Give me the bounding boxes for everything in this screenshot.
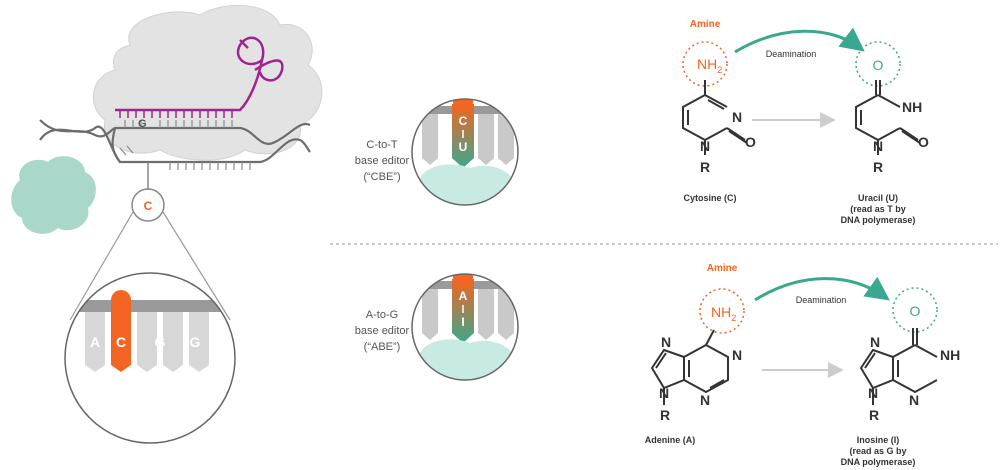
uracil-name: Uracil (U) (858, 193, 898, 203)
zoom-letter-g1: G (155, 334, 166, 350)
abe-label-line3: (“ABE”) (364, 341, 401, 353)
dna-strands (39, 119, 311, 164)
abe-row: A-to-G base editor (“ABE”) A I Amine NH2 (355, 263, 960, 467)
cbe-amine-label: Amine (690, 19, 721, 30)
abe-base-top: A (459, 289, 468, 303)
zoom-letter-g2: G (190, 334, 201, 350)
cytosine-o: O (745, 134, 756, 150)
cbe-oxygen-circle (855, 41, 901, 87)
guide-rna-ticks (119, 110, 233, 118)
inosine-note-2: DNA polymerase) (841, 457, 916, 467)
dna-ticks (119, 120, 251, 170)
abe-deamination-label: Deamination (796, 295, 847, 305)
cbe-base-top: C (459, 114, 468, 128)
cbe-circle-outline (411, 98, 519, 206)
inosine-note-1: (read as G by (849, 446, 906, 456)
cbe-row: C-to-T base editor (“CBE”) C U Amine NH2 (355, 19, 929, 225)
target-base-letter: C (144, 199, 153, 213)
uracil-nh: NH (902, 99, 922, 115)
abe-deamination-arrow (754, 276, 890, 302)
abe-label-line1: A-to-G (366, 309, 398, 321)
cbe-label-line1: C-to-T (366, 139, 397, 151)
abe-circle-outline (411, 273, 519, 381)
cytosine-name: Cytosine (C) (683, 193, 736, 203)
cytosine-n1: N (700, 138, 710, 154)
adenine-name: Adenine (A) (645, 435, 696, 445)
cbe-amine-circle (682, 41, 728, 87)
uracil-r: R (873, 159, 883, 175)
cytosine-n3: N (732, 109, 742, 125)
cytosine-structure (682, 80, 748, 155)
inosine-structure (859, 328, 938, 405)
guide-rna (115, 36, 284, 112)
zoom-circle (64, 272, 236, 444)
cbe-deamination-arrow (734, 27, 865, 54)
adenine-structure (650, 329, 729, 405)
abe-amine-label: Amine (707, 263, 738, 274)
complex-illustration: G C A C G G (11, 4, 323, 444)
cbe-nh2: NH2 (697, 56, 722, 75)
adenine-r: R (660, 407, 670, 423)
adenine-n1: N (732, 347, 742, 363)
inosine-nh: NH (940, 347, 960, 363)
cbe-deamination-label: Deamination (766, 49, 817, 59)
cbe-editor-circle (412, 99, 518, 205)
cbe-label-line3: (“CBE”) (363, 171, 400, 183)
inosine-n7: N (870, 334, 880, 350)
abe-product-o: O (910, 303, 921, 319)
zoom-line-left (69, 211, 134, 321)
cas9-protein (92, 4, 323, 161)
abe-editor-circle (412, 274, 518, 380)
cytosine-r: R (700, 159, 710, 175)
abe-label-line2: base editor (355, 325, 410, 337)
cbe-product-o: O (873, 57, 884, 73)
uracil-o: O (918, 134, 929, 150)
uracil-structure (855, 80, 921, 155)
inosine-n3: N (909, 392, 919, 408)
zoom-line-right (162, 211, 231, 321)
abe-oxygen-circle (892, 287, 938, 333)
inosine-r: R (869, 407, 879, 423)
cbe-label-line2: base editor (355, 155, 410, 167)
uracil-note-1: (read as T by (850, 204, 906, 214)
adenine-n9: N (659, 385, 669, 401)
abe-base-bottom: I (461, 315, 464, 329)
uracil-note-2: DNA polymerase) (841, 215, 916, 225)
abe-amine-circle (699, 288, 745, 334)
strand-g-label: G (138, 118, 147, 130)
uracil-n1: N (873, 138, 883, 154)
adenine-n3: N (700, 392, 710, 408)
abe-nh2: NH2 (711, 304, 736, 323)
zoom-letter-c: C (116, 334, 126, 350)
inosine-name: Inosine (I) (857, 435, 900, 445)
adenine-n7: N (661, 334, 671, 350)
zoomed-bases (65, 273, 235, 443)
cbe-base-bottom: U (459, 140, 468, 154)
deaminase-protein (11, 156, 96, 234)
zoom-letter-a: A (90, 334, 100, 350)
inosine-n9: N (868, 385, 878, 401)
